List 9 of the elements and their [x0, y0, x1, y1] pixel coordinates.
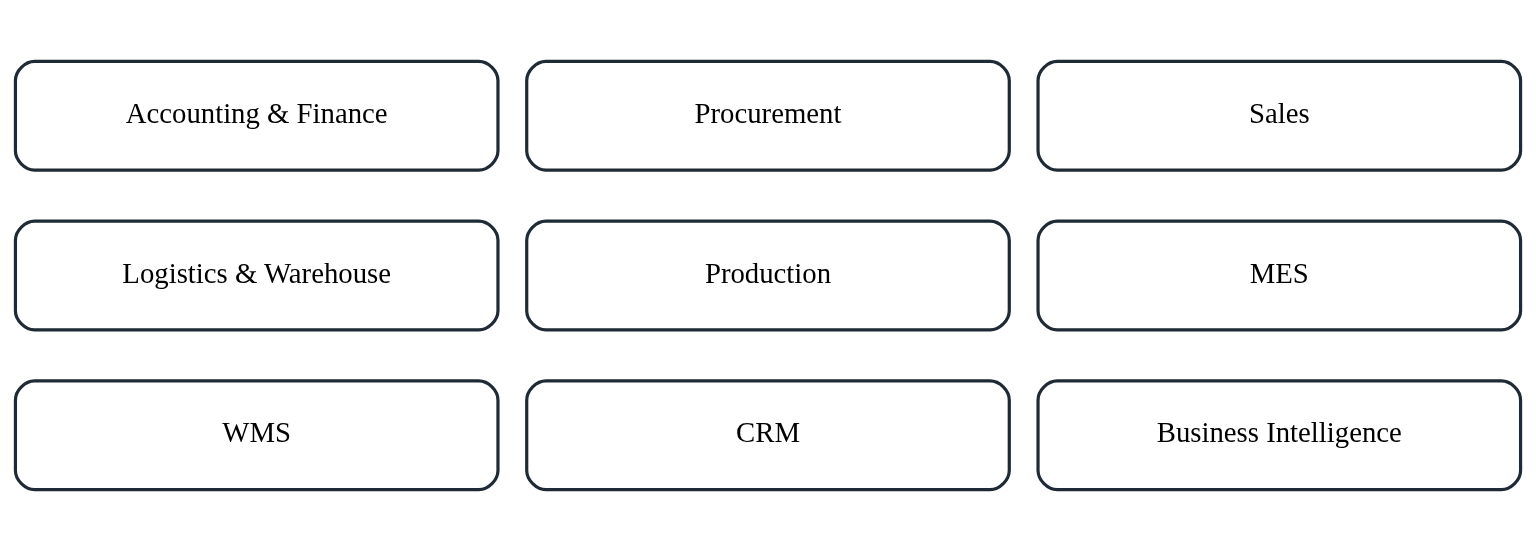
- node-box: CRM: [525, 379, 1011, 492]
- node-box: Accounting & Finance: [13, 59, 500, 172]
- node-box: WMS: [13, 379, 500, 492]
- node-box: Business Intelligence: [1036, 379, 1523, 492]
- node-box: Logistics & Warehouse: [13, 219, 500, 332]
- node-box: MES: [1036, 219, 1523, 332]
- node-box: Production: [525, 219, 1011, 332]
- node-box: Sales: [1036, 59, 1523, 172]
- node-box: Procurement: [525, 59, 1011, 172]
